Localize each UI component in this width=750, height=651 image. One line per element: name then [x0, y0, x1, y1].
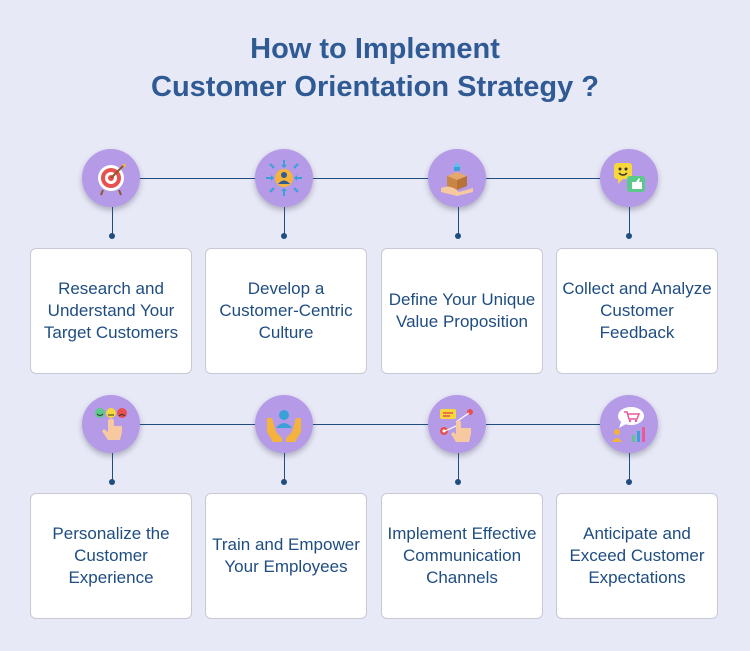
step-2-circle [255, 149, 313, 207]
step-3-circle [428, 149, 486, 207]
step-1-dot [109, 233, 115, 239]
feedback-icon [614, 163, 645, 192]
step-2-card: Develop a Customer-Centric Culture [205, 248, 367, 374]
step-2-label: Develop a Customer-Centric Culture [219, 279, 353, 342]
step-4-circle [600, 149, 658, 207]
step-3-stem [458, 207, 459, 235]
step-1-circle [82, 149, 140, 207]
title-line-2: Customer Orientation Strategy ? [151, 71, 599, 103]
target-icon [98, 164, 126, 196]
step-5-dot [109, 479, 115, 485]
step-8-card: Anticipate and Exceed Customer Expectati… [556, 493, 718, 619]
step-1-stem [112, 207, 113, 235]
step-6-stem [284, 453, 285, 481]
step-4-label: Collect and Analyze Customer Feedback [562, 279, 712, 342]
step-6-circle [255, 395, 313, 453]
step-8-circle [600, 395, 658, 453]
step-8-label: Anticipate and Exceed Customer Expectati… [569, 524, 705, 587]
step-5-label: Personalize the Customer Experience [52, 524, 170, 587]
step-4-stem [629, 207, 630, 235]
step-6-dot [281, 479, 287, 485]
step-6-label: Train and Empower Your Employees [212, 535, 360, 576]
step-2-dot [281, 233, 287, 239]
step-1-card: Research and Understand Your Target Cust… [30, 248, 192, 374]
step-1-label: Research and Understand Your Target Cust… [43, 279, 179, 342]
step-3-dot [455, 233, 461, 239]
emoji-rating-icon [95, 408, 127, 440]
step-8-stem [629, 453, 630, 481]
row-1-connector [112, 178, 630, 179]
step-3-label: Define Your Unique Value Proposition [388, 290, 536, 331]
step-5-stem [112, 453, 113, 481]
step-4-dot [626, 233, 632, 239]
row-2-connector [112, 424, 630, 425]
step-7-dot [455, 479, 461, 485]
step-4-card: Collect and Analyze Customer Feedback [556, 248, 718, 374]
value-box-icon [441, 162, 473, 196]
step-3-card: Define Your Unique Value Proposition [381, 248, 543, 374]
step-7-circle [428, 395, 486, 453]
step-5-card: Personalize the Customer Experience [30, 493, 192, 619]
empower-hands-icon [267, 410, 301, 442]
step-6-card: Train and Empower Your Employees [205, 493, 367, 619]
title-line-1: How to Implement [250, 33, 500, 65]
step-7-card: Implement Effective Communication Channe… [381, 493, 543, 619]
step-5-circle [82, 395, 140, 453]
step-7-label: Implement Effective Communication Channe… [387, 524, 537, 587]
shopping-analytics-icon [612, 407, 645, 442]
communication-icon [440, 409, 473, 442]
page-title: How to Implement Customer Orientation St… [0, 30, 750, 106]
step-7-stem [458, 453, 459, 481]
step-2-stem [284, 207, 285, 235]
customer-center-icon [266, 160, 302, 196]
step-8-dot [626, 479, 632, 485]
